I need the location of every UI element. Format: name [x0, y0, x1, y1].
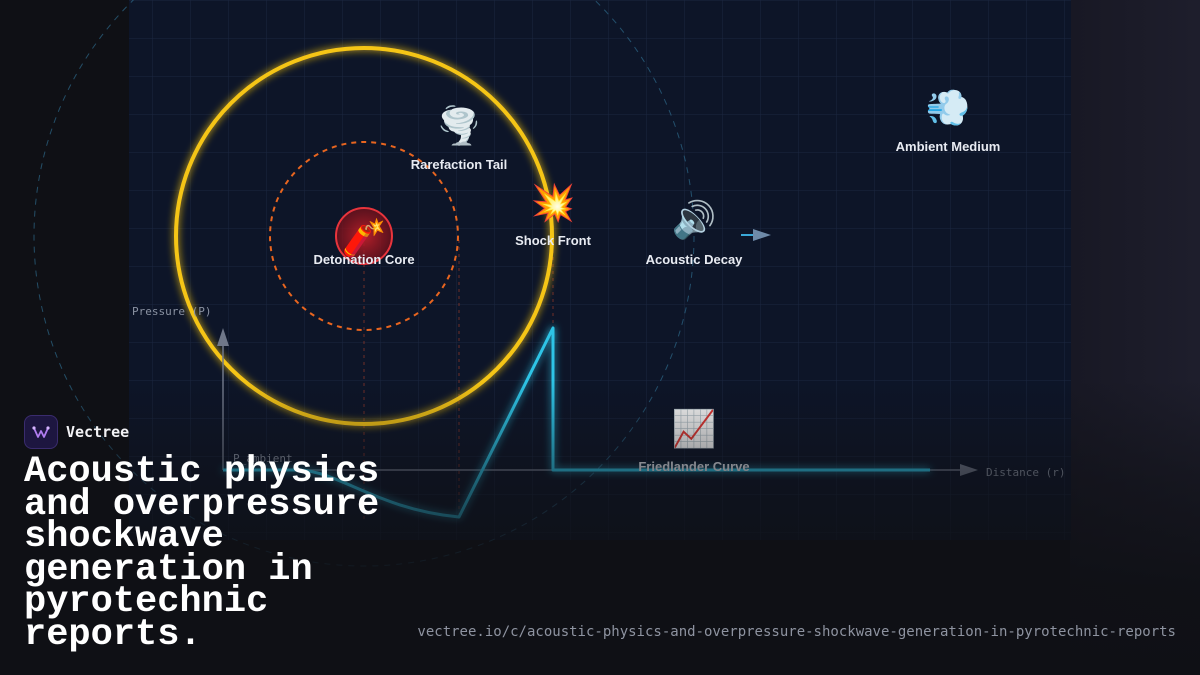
rarefaction-tail-label: Rarefaction Tail: [411, 157, 508, 172]
detonation-core-bubble: [335, 207, 393, 265]
brand-name: Vectree: [66, 423, 130, 441]
brand: Vectree: [24, 415, 129, 449]
chart-increasing-icon: 📈: [672, 408, 717, 450]
acoustic-decay-label: Acoustic Decay: [646, 252, 744, 267]
article-url[interactable]: vectree.io/c/acoustic-physics-and-overpr…: [417, 624, 1176, 640]
page-title: Acoustic physics and overpressure shockw…: [24, 451, 380, 656]
collision-icon: 💥: [531, 182, 576, 224]
tornado-icon: 🌪️: [437, 104, 482, 147]
right-side-panel: [1070, 0, 1200, 675]
core-dashed-ring: [269, 141, 459, 331]
decay-arrow-icon: [753, 229, 771, 241]
x-axis-label: Distance (r): [986, 466, 1065, 479]
y-axis-arrow-icon: [217, 328, 229, 346]
shock-front-label: Shock Front: [515, 233, 592, 248]
ambient-medium-label: Ambient Medium: [896, 139, 1001, 154]
firecracker-icon: 🧨: [342, 217, 387, 259]
detonation-core-label: Detonation Core: [313, 252, 414, 267]
friedlander-curve-label: Friedlander Curve: [638, 459, 749, 474]
speaker-icon: 🔊: [672, 198, 717, 241]
y-axis-label: Pressure (P): [132, 305, 211, 318]
wind-icon: 💨: [926, 88, 971, 129]
vectree-logo-icon: [24, 415, 58, 449]
